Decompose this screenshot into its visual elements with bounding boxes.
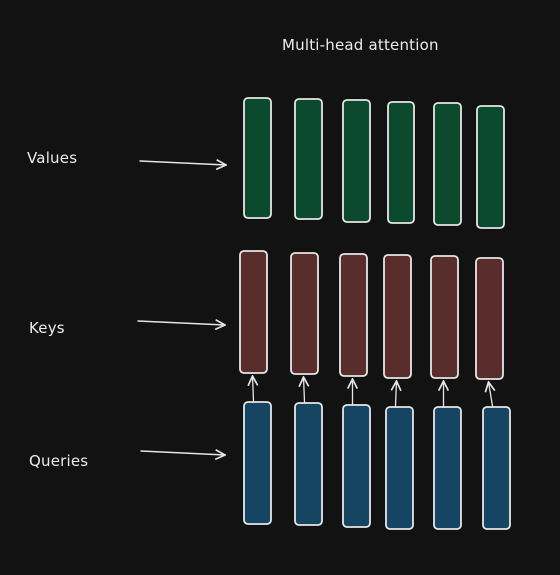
diagram-title: Multi-head attention xyxy=(282,36,439,54)
query-to-key-arrow-4 xyxy=(396,381,397,407)
value-vector-3 xyxy=(342,99,371,223)
value-vectors xyxy=(243,97,505,229)
keys-arrow xyxy=(137,321,225,325)
values-arrow xyxy=(139,161,226,165)
value-vector-4 xyxy=(387,101,415,224)
value-vector-6 xyxy=(476,105,505,229)
query-key-arrows xyxy=(253,376,493,407)
value-vector-2 xyxy=(294,98,323,220)
query-to-key-arrow-6 xyxy=(489,382,493,407)
query-vector-4 xyxy=(385,406,414,530)
value-vector-1 xyxy=(243,97,272,219)
row-label-keys: Keys xyxy=(29,319,65,337)
key-vector-1 xyxy=(239,250,268,374)
queries-arrow xyxy=(140,451,225,455)
query-to-key-arrow-1 xyxy=(253,376,254,402)
key-vector-5 xyxy=(430,255,459,379)
query-vector-3 xyxy=(342,404,371,528)
query-vector-2 xyxy=(294,402,323,526)
key-vectors xyxy=(239,250,504,380)
key-vector-3 xyxy=(339,253,368,377)
key-vector-6 xyxy=(475,257,504,380)
query-vector-6 xyxy=(482,406,511,530)
key-vector-4 xyxy=(383,254,412,379)
query-vector-5 xyxy=(433,406,462,530)
query-vector-1 xyxy=(243,401,272,525)
value-vector-5 xyxy=(433,102,462,226)
query-vectors xyxy=(243,401,511,530)
key-vector-2 xyxy=(290,252,319,375)
row-arrows xyxy=(137,161,226,455)
row-label-queries: Queries xyxy=(29,452,89,470)
row-label-values: Values xyxy=(27,149,78,167)
query-to-key-arrow-2 xyxy=(304,377,305,403)
